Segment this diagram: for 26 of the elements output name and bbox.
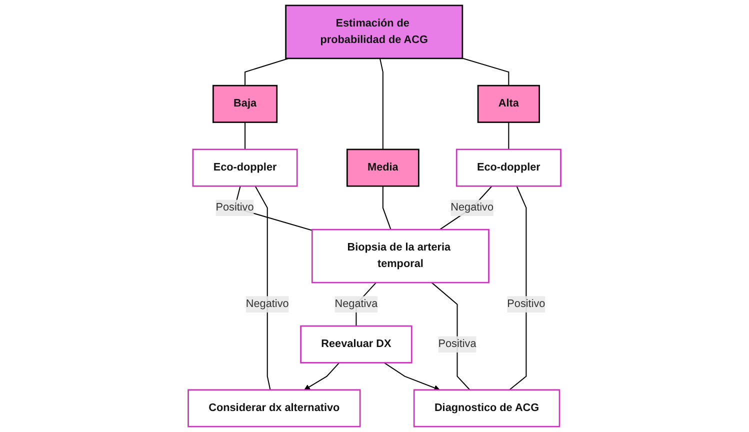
node-box: Media bbox=[346, 148, 420, 187]
node-box: Eco-doppler bbox=[456, 148, 562, 187]
node-box: Alta bbox=[477, 84, 540, 123]
connector bbox=[244, 122, 246, 150]
node-box: Eco-doppler bbox=[192, 148, 298, 187]
node-box: Diagnostico de ACG bbox=[413, 389, 560, 428]
connector bbox=[244, 58, 289, 86]
node-box: Considerar dx alternativo bbox=[188, 389, 361, 428]
connector bbox=[462, 58, 510, 86]
edge-label: Positiva bbox=[438, 338, 476, 350]
edge-label: Positivo bbox=[216, 202, 254, 214]
connector bbox=[509, 186, 527, 390]
edge-label: Negativo bbox=[450, 202, 494, 214]
connector bbox=[254, 186, 271, 390]
edge-label: Negativo bbox=[246, 298, 289, 310]
connector bbox=[508, 122, 510, 150]
edge-label: Negativa bbox=[334, 298, 378, 310]
node-box: Baja bbox=[212, 84, 278, 123]
node-box: Biopsia de la arteria temporal bbox=[311, 228, 490, 284]
node-box: Estimación de probabilidad de ACG bbox=[285, 4, 464, 60]
connector bbox=[379, 58, 384, 150]
edge-label: Positivo bbox=[507, 298, 546, 310]
node-box: Reevaluar DX bbox=[300, 325, 412, 364]
arrow bbox=[384, 362, 440, 391]
connector bbox=[382, 186, 392, 230]
arrow bbox=[304, 362, 340, 390]
